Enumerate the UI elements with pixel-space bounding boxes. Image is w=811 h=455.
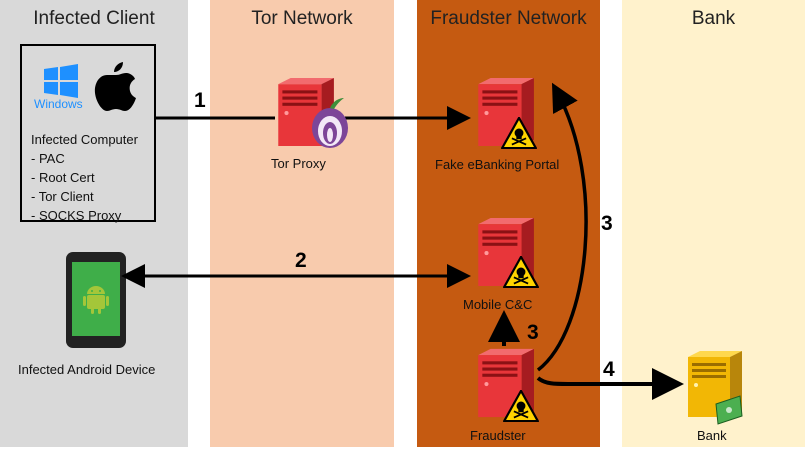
tor-onion-icon (312, 98, 348, 148)
fraudster-label: Fraudster (470, 428, 526, 443)
step-number-3-center: 3 (527, 321, 539, 344)
step-number-1: 1 (194, 89, 206, 112)
infected-computer-item-pac: - PAC (31, 151, 65, 166)
step-number-2: 2 (295, 249, 307, 272)
android-device-label: Infected Android Device (18, 362, 156, 377)
arrow-4-fraudster-to-bank (536, 368, 684, 400)
infected-computer-item-socks-proxy: - SOCKS Proxy (31, 208, 122, 223)
step-number-3-right: 3 (601, 212, 613, 235)
step-number-4: 4 (603, 358, 615, 381)
mobile-cc-server-icon (478, 218, 539, 288)
fraudster-server-icon (478, 348, 539, 422)
arrow-3-fraudster-to-portal (536, 82, 588, 372)
bank-label: Bank (697, 428, 727, 443)
money-icon (715, 395, 743, 425)
infected-computer-box (20, 44, 156, 222)
column-title-fraudster-network: Fraudster Network (430, 8, 587, 29)
infected-computer-item-tor-client: - Tor Client (31, 189, 94, 204)
infected-computer-title: Infected Computer (31, 132, 138, 147)
infected-computer-item-root-cert: - Root Cert (31, 170, 95, 185)
column-title-infected-client: Infected Client (33, 8, 155, 29)
column-title-bank: Bank (691, 8, 736, 29)
column-title-tor-network: Tor Network (251, 8, 353, 29)
column-tor-network: Tor Network (210, 0, 394, 447)
mobile-cc-label: Mobile C&C (463, 297, 533, 312)
windows-logo-text: Windows (34, 97, 83, 111)
windows-logo-icon: Windows (34, 63, 86, 115)
fake-portal-label: Fake eBanking Portal (435, 157, 560, 172)
fake-portal-server-icon (478, 78, 537, 149)
apple-logo-icon (94, 60, 138, 119)
tor-proxy-label: Tor Proxy (271, 156, 326, 171)
android-phone-icon (64, 252, 128, 353)
android-robot-icon (83, 286, 109, 314)
